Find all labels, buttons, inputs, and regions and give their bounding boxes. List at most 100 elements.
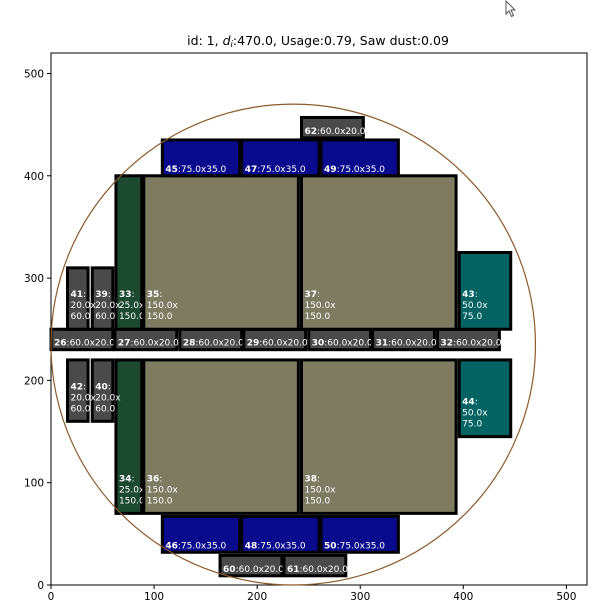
piece-dims: 20.0x	[95, 301, 121, 311]
circle-layer	[50, 103, 537, 586]
piece-45: 45:75.0x35.0	[160, 138, 242, 178]
piece-dims-2: 75.0	[462, 420, 482, 430]
piece-dims-2: 75.0	[462, 312, 482, 322]
piece-label: 33:	[119, 290, 135, 300]
piece-46: 46:75.0x35.0	[160, 514, 242, 554]
piece-dims-2: 150.0	[304, 312, 330, 322]
piece-label: 30:60.0x20.0	[312, 339, 373, 349]
x-tick-label: 200	[247, 591, 267, 603]
x-tick-label: 100	[144, 591, 164, 603]
piece-label: 42:	[70, 382, 86, 392]
piece-dims: 150.0x	[304, 301, 336, 311]
piece-rect	[142, 174, 300, 331]
piece-60: 60:60.0x20.0	[218, 553, 284, 578]
y-tick-label: 300	[24, 273, 44, 285]
piece-dims-2: 150.0	[304, 496, 330, 506]
piece-dims: 50.0x	[462, 409, 488, 419]
piece-label: 61:60.0x20.0	[287, 565, 348, 575]
piece-rect	[319, 514, 400, 554]
piece-62: 62:60.0x20.0	[299, 115, 366, 140]
piece-50: 50:75.0x35.0	[319, 514, 400, 554]
y-tick-label: 0	[37, 580, 44, 592]
piece-rect	[114, 174, 144, 331]
piece-rect	[457, 251, 513, 331]
piece-rect	[90, 358, 115, 423]
piece-label: 37:	[304, 290, 320, 300]
piece-30: 30:60.0x20.0	[307, 327, 373, 352]
piece-label: 62:60.0x20.0	[304, 127, 365, 137]
piece-dims-2: 150.0	[119, 496, 145, 506]
piece-rect	[299, 174, 458, 331]
piece-dims-2: 60.0	[95, 404, 115, 414]
piece-rect	[299, 358, 458, 515]
piece-label: 28:60.0x20.0	[183, 339, 244, 349]
piece-label: 36:	[147, 474, 163, 484]
piece-26: 26:60.0x20.0	[49, 327, 115, 352]
piece-label: 45:75.0x35.0	[165, 165, 226, 175]
piece-dims: 20.0x	[70, 393, 96, 403]
piece-dims-2: 150.0	[147, 496, 173, 506]
piece-rect	[282, 553, 348, 578]
piece-dims-2: 60.0	[70, 312, 90, 322]
piece-rect	[218, 553, 284, 578]
piece-dims: 25.0x	[119, 485, 145, 495]
piece-61: 61:60.0x20.0	[282, 553, 348, 578]
piece-dims: 25.0x	[119, 301, 145, 311]
piece-label: 50:75.0x35.0	[324, 541, 385, 551]
piece-label: 48:75.0x35.0	[245, 541, 306, 551]
piece-label: 49:75.0x35.0	[324, 165, 385, 175]
piece-rect	[240, 138, 321, 178]
piece-dims-2: 150.0	[119, 312, 145, 322]
piece-dims: 20.0x	[70, 301, 96, 311]
piece-label: 40:	[95, 382, 111, 392]
chart-title: id: 1, di:470.0, Usage:0.79, Saw dust:0.…	[187, 33, 449, 50]
piece-rect	[160, 514, 242, 554]
piece-label: 31:60.0x20.0	[376, 339, 437, 349]
piece-label: 47:75.0x35.0	[245, 165, 306, 175]
piece-dims: 150.0x	[304, 485, 336, 495]
piece-label: 35:	[147, 290, 163, 300]
x-tick-label: 300	[350, 591, 370, 603]
piece-rect	[299, 115, 365, 140]
piece-27: 27:60.0x20.0	[113, 327, 179, 352]
piece-label: 41:	[70, 290, 86, 300]
piece-rect	[142, 358, 300, 515]
x-tick-label: 500	[556, 591, 576, 603]
piece-label: 39:	[95, 290, 111, 300]
piece-label: 44:	[462, 398, 478, 408]
piece-29: 29:60.0x20.0	[242, 327, 308, 352]
piece-32: 32:60.0x20.0	[436, 327, 502, 352]
x-tick-label: 400	[453, 591, 473, 603]
y-tick-label: 400	[24, 171, 44, 183]
piece-dims: 150.0x	[147, 301, 179, 311]
piece-49: 49:75.0x35.0	[319, 138, 400, 178]
piece-rect	[319, 138, 400, 178]
piece-label: 60:60.0x20.0	[223, 565, 284, 575]
piece-dims-2: 60.0	[95, 312, 115, 322]
piece-rect	[65, 358, 90, 423]
piece-rect	[65, 266, 90, 331]
piece-label: 43:	[462, 290, 478, 300]
piece-rect	[240, 514, 321, 554]
piece-dims: 20.0x	[95, 393, 121, 403]
piece-28: 28:60.0x20.0	[178, 327, 244, 352]
piece-rect	[114, 358, 144, 515]
piece-dims-2: 60.0	[70, 404, 90, 414]
piece-48: 48:75.0x35.0	[240, 514, 321, 554]
piece-rect	[457, 358, 513, 439]
piece-label: 26:60.0x20.0	[54, 339, 115, 349]
piece-label: 38:	[304, 474, 320, 484]
piece-label: 32:60.0x20.0	[441, 339, 502, 349]
y-tick-label: 200	[24, 375, 44, 387]
